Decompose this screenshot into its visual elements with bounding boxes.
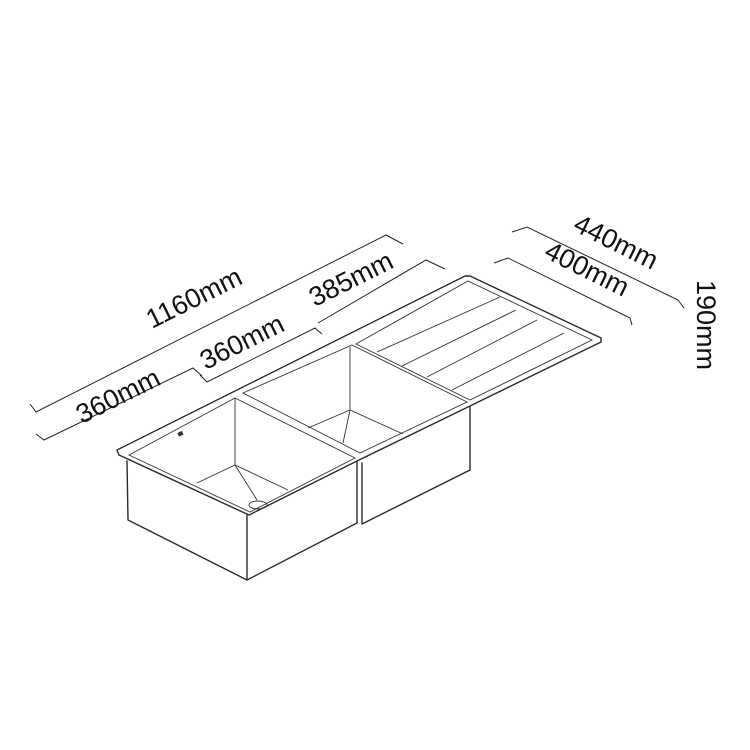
left-bowl-slope — [234, 464, 258, 501]
right-bowl-slope — [342, 409, 351, 444]
right-bowl-body — [361, 406, 471, 525]
label-right-bowl-width: 360mm — [195, 308, 289, 375]
right-bowl-opening — [241, 344, 469, 454]
dim-line-inner-depth — [493, 257, 633, 326]
dim-line-overall-depth — [511, 226, 685, 309]
drain-icon — [248, 500, 268, 510]
drainer-groove — [426, 319, 538, 378]
label-bowl-height: 190mm — [691, 280, 721, 370]
dim-line-left-bowl — [35, 367, 203, 441]
dim-line-overall-length — [29, 234, 404, 413]
dim-line-right-bowl — [199, 327, 323, 383]
drainer — [355, 280, 594, 401]
label-drainer-width: 385mm — [304, 245, 398, 312]
left-bowl-opening — [128, 397, 356, 513]
sink — [116, 275, 602, 581]
label-left-bowl-width: 360mm — [71, 362, 165, 429]
label-overall-length: 1160mm — [141, 262, 247, 335]
dimension-lines — [29, 226, 685, 441]
sink-rim — [116, 275, 602, 516]
drainer-groove — [451, 332, 565, 391]
dim-line-drainer — [317, 259, 446, 324]
right-bowl-floor — [307, 409, 404, 435]
drainer-groove — [376, 296, 501, 353]
drainer-groove — [401, 309, 517, 367]
overflow-icon — [177, 430, 184, 437]
